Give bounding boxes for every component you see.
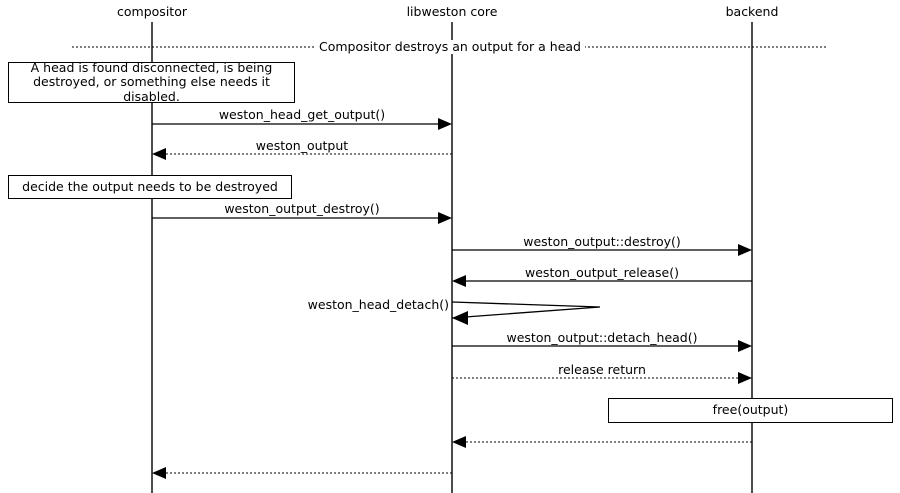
arrow-weston-output-release xyxy=(452,275,752,287)
separator-label: Compositor destroys an output for a head xyxy=(315,40,585,54)
message-label-weston-output-destroy: weston_output_destroy() xyxy=(221,202,383,216)
arrow-core-return xyxy=(152,467,452,479)
message-label-weston-output-detach-head: weston_output::detach_head() xyxy=(503,331,701,345)
message-label-weston-output-destroy-vfunc: weston_output::destroy() xyxy=(520,235,684,249)
arrow-weston-output-destroy xyxy=(152,212,452,224)
arrow-backend-return xyxy=(452,436,752,448)
arrow-weston-output-detach-head xyxy=(452,340,752,352)
arrow-weston-output-destroy-vfunc xyxy=(452,244,752,256)
message-label-weston-output-release: weston_output_release() xyxy=(522,266,682,280)
lifeline-label-compositor: compositor xyxy=(117,4,187,19)
note-decide-destroy: decide the output needs to be destroyed xyxy=(8,175,292,199)
lifeline-label-backend: backend xyxy=(725,4,779,19)
message-label-weston-head-detach-self: weston_head_detach() xyxy=(304,298,451,312)
arrow-weston-head-get-output xyxy=(152,118,452,130)
arrow-release-return xyxy=(452,372,752,384)
message-label-release-return: release return xyxy=(555,363,649,377)
message-label-weston-output-return: weston_output xyxy=(252,139,352,153)
lifeline-label-libweston-core: libweston core xyxy=(406,4,498,19)
arrow-weston-head-detach-self xyxy=(451,301,601,325)
arrow-weston-output-return xyxy=(152,148,452,160)
note-head-disconnected: A head is found disconnected, is being d… xyxy=(8,60,295,104)
note-free-output: free(output) xyxy=(608,398,893,423)
message-label-weston-head-get-output: weston_head_get_output() xyxy=(215,108,389,122)
